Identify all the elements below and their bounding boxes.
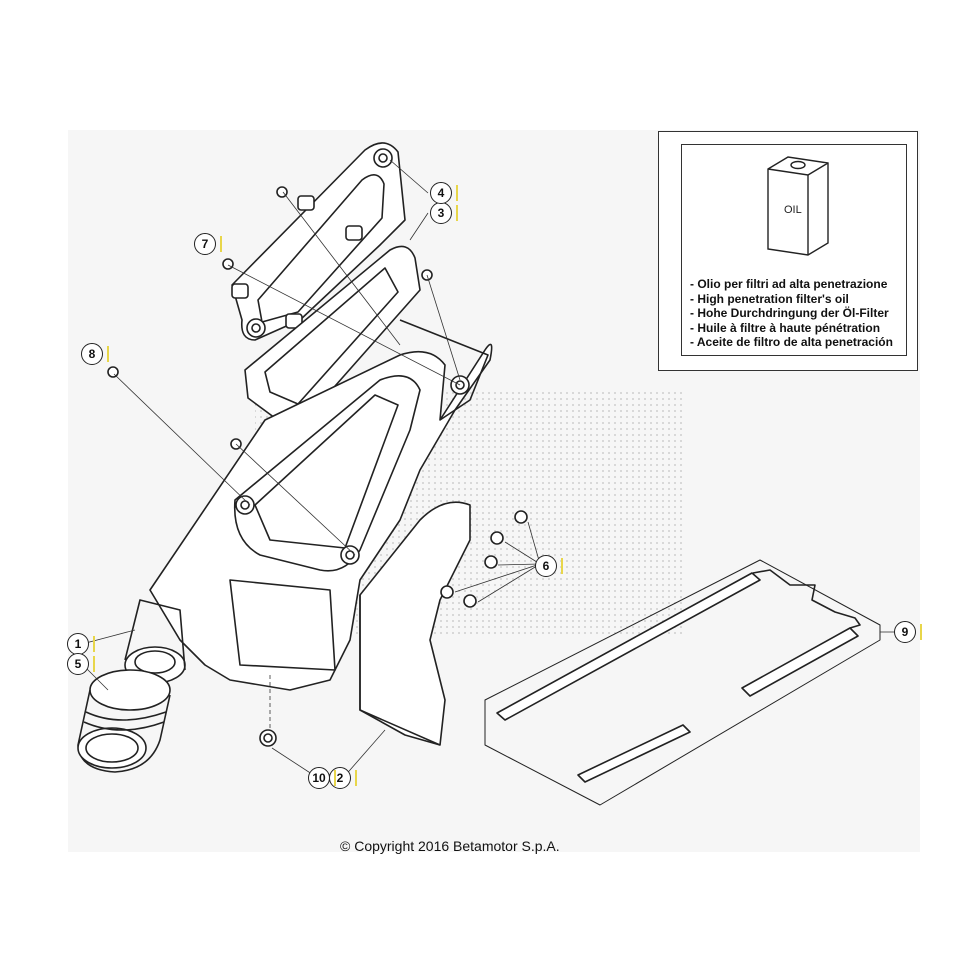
oil-line-de: - Hohe Durchdringung der Öl-Filter [690, 306, 889, 320]
callout-1[interactable]: 1 [67, 633, 95, 655]
callout-6[interactable]: 6 [535, 555, 563, 577]
callout-8[interactable]: 8 [81, 343, 109, 365]
oil-can-label: OIL [784, 204, 802, 216]
oil-line-es: - Aceite de filtro de alta penetración [690, 335, 893, 349]
callout-7[interactable]: 7 [194, 233, 222, 255]
callout-3[interactable]: 3 [430, 202, 458, 224]
oil-description: - Olio per filtri ad alta penetrazione -… [690, 277, 893, 350]
callout-10[interactable]: 10 [308, 767, 336, 789]
leader-lines [81, 159, 895, 779]
oil-can-icon: OIL [767, 156, 829, 256]
callout-4[interactable]: 4 [430, 182, 458, 204]
oil-line-it: - Olio per filtri ad alta penetrazione [690, 277, 888, 291]
fasteners[interactable] [107, 186, 528, 747]
part-9-filter-strips[interactable] [484, 559, 881, 806]
part-4-bracket[interactable] [231, 142, 406, 341]
part-5-sleeve[interactable] [77, 669, 171, 773]
callout-5[interactable]: 5 [67, 653, 95, 675]
oil-line-en: - High penetration filter's oil [690, 291, 849, 306]
oil-info-box: OIL - Olio per filtri ad alta penetrazio… [658, 131, 918, 371]
callout-9[interactable]: 9 [894, 621, 922, 643]
part-2-panel[interactable] [359, 501, 471, 746]
part-1-airbox[interactable] [124, 319, 493, 691]
copyright-notice: © Copyright 2016 Betamotor S.p.A. [340, 838, 560, 854]
oil-line-fr: - Huile à filtre à haute pénétration [690, 320, 881, 335]
oil-info-inner: OIL - Olio per filtri ad alta penetrazio… [681, 144, 907, 356]
